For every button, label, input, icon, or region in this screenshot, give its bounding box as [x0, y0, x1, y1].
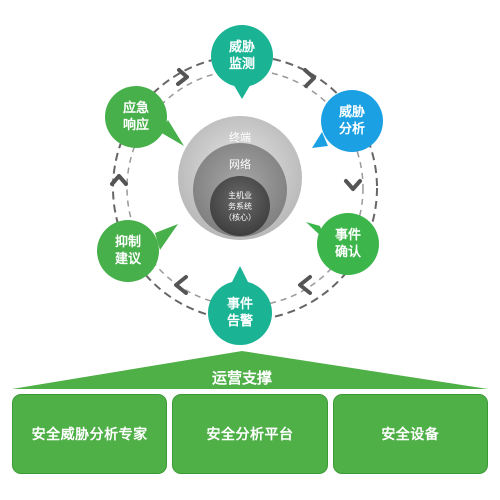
node-left-bottom-pointer — [155, 224, 178, 250]
node-emergency-response: 应急 响应 — [105, 86, 184, 148]
node-top-pointer — [232, 82, 252, 99]
arrow-top-to-right-top — [303, 68, 316, 88]
core-inner-line1: 主机业 — [228, 190, 252, 200]
node-event-confirmation: 事件 确认 — [306, 213, 379, 275]
node-right-bottom-line2: 确认 — [335, 244, 362, 260]
node-left-bottom-line1: 抑制 — [115, 234, 141, 250]
cycle-ring-outer — [112, 55, 378, 321]
support-boxes: 安全威胁分析专家 安全分析平台 安全设备 — [12, 394, 488, 474]
core-middle-label: 网络 — [229, 157, 251, 171]
node-bottom-line2: 告警 — [227, 313, 253, 329]
support-box-security-equipment: 安全设备 — [332, 394, 488, 474]
node-left-bottom-line2: 建议 — [115, 251, 142, 267]
support-title: 运营支撑 — [212, 369, 272, 387]
node-threat-analysis: 威胁 分析 — [312, 90, 383, 152]
node-left-top-line1: 应急 — [123, 100, 149, 116]
core-outer-label: 终端 — [229, 130, 251, 144]
node-bottom-line1: 事件 — [227, 296, 253, 312]
node-left-top-line2: 响应 — [123, 117, 149, 133]
node-right-top-line1: 威胁 — [339, 104, 365, 120]
arrow-left-bottom-to-left-top — [110, 174, 128, 186]
node-top-line2: 监测 — [229, 56, 255, 72]
support-box-analysis-platform: 安全分析平台 — [172, 394, 328, 474]
support-roof — [12, 351, 488, 389]
arrow-right-top-to-right-bottom — [344, 179, 362, 191]
node-right-top-pointer — [312, 132, 328, 148]
node-right-top-circle — [321, 90, 383, 152]
core-inner-circle — [210, 176, 270, 236]
node-left-top-pointer — [160, 120, 184, 146]
node-right-bottom-circle — [317, 213, 379, 275]
node-right-bottom-line1: 事件 — [335, 227, 361, 243]
arrow-bottom-to-left-bottom — [174, 275, 188, 295]
core-inner-line3: （核心） — [224, 212, 256, 222]
core-inner-line2: 务系统 — [228, 201, 252, 211]
node-left-top-circle — [105, 86, 167, 148]
node-threat-monitoring: 威胁 监测 — [211, 25, 273, 99]
node-suppression-advice: 抑制 建议 — [97, 220, 178, 282]
node-bottom-circle — [208, 281, 272, 345]
arrow-right-bottom-to-bottom — [298, 275, 312, 295]
node-top-circle — [211, 25, 273, 87]
node-right-bottom-pointer — [306, 222, 325, 240]
node-bottom-pointer — [230, 266, 250, 286]
node-event-alert: 事件 告警 — [208, 266, 272, 345]
arrow-left-top-to-top — [176, 68, 189, 86]
node-right-top-line2: 分析 — [339, 121, 365, 137]
support-box-security-expert: 安全威胁分析专家 — [12, 394, 168, 474]
node-left-bottom-circle — [97, 220, 159, 282]
node-top-line1: 威胁 — [229, 39, 255, 55]
